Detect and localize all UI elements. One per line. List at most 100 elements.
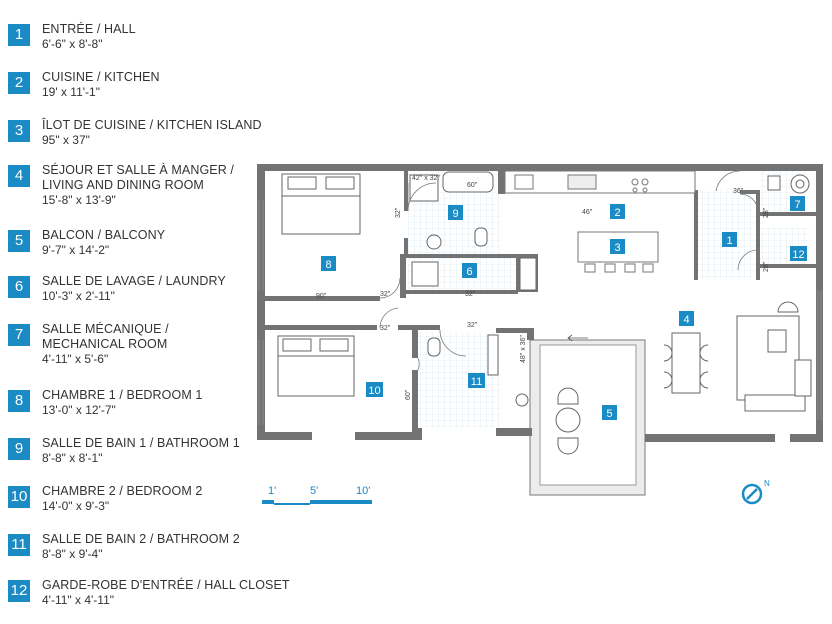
marker-9	[448, 205, 463, 220]
room-name: CHAMBRE 2 / BEDROOM 2	[42, 484, 203, 498]
dim-32-b: 32"	[465, 291, 476, 298]
svg-text:7: 7	[794, 199, 800, 211]
marker-6	[462, 263, 477, 278]
dim-60-b: 60"	[405, 389, 412, 400]
doors	[379, 170, 759, 371]
legend-number: 10	[8, 486, 30, 508]
legend-item-4: 4 SÉJOUR ET SALLE À MANGER /LIVING AND DI…	[8, 163, 234, 208]
dim-28a: 28"	[763, 207, 770, 218]
room-markers: 1 2 3 4 5 6 7 8 9 10 11 12	[321, 196, 807, 420]
dim-60: 60"	[467, 182, 478, 189]
marker-3	[610, 239, 625, 254]
dim-32-d: 32"	[467, 322, 478, 329]
svg-text:10: 10	[368, 385, 380, 397]
svg-text:11: 11	[471, 376, 482, 388]
legend-number: 1	[8, 24, 30, 46]
room-dimensions: 19' x 11'-1"	[42, 85, 100, 99]
kitchen-counter	[504, 170, 696, 194]
floor-plan: 1 2 3 4 5 6 7 8 9 10 11 12 42" x 32" 60"…	[257, 164, 823, 505]
marker-10	[366, 382, 383, 397]
legend-number: 7	[8, 324, 30, 346]
room-dimensions: 95" x 37"	[42, 133, 90, 147]
svg-text:2: 2	[614, 207, 620, 219]
legend-number: 2	[8, 72, 30, 94]
marker-7	[790, 196, 805, 211]
svg-text:8: 8	[325, 259, 331, 271]
walls	[257, 164, 823, 442]
legend-number: 12	[8, 580, 30, 602]
scale-10: 10'	[356, 485, 370, 497]
svg-text:5: 5	[606, 408, 612, 420]
room-dimensions: 13'-0" x 12'-7"	[42, 403, 116, 417]
room-name: SALLE DE BAIN 2 / BATHROOM 2	[42, 532, 240, 546]
mech-tank	[767, 174, 810, 194]
windows	[258, 200, 822, 425]
room-name: SÉJOUR ET SALLE À MANGER /	[42, 163, 235, 177]
room-name: CUISINE / KITCHEN	[42, 70, 160, 84]
bath1-fixtures	[409, 171, 494, 250]
marker-2	[610, 204, 625, 219]
legend-text: SÉJOUR ET SALLE À MANGER /LIVING AND DIN…	[42, 163, 234, 208]
dim-32-c: 32"	[380, 325, 391, 332]
room-dimensions: 4'-11" x 5'-6"	[42, 352, 109, 366]
dim-28b: 28"	[763, 261, 770, 272]
room-dimensions: 9'-7" x 14'-2"	[42, 243, 110, 257]
living-furniture	[663, 301, 812, 412]
room-dimensions: 14'-0" x 9'-3"	[42, 499, 110, 513]
marker-1	[722, 232, 737, 247]
legend-number: 9	[8, 438, 30, 460]
room-name: SALLE DE LAVAGE / LAUNDRY	[42, 274, 226, 288]
balcony-inner	[539, 344, 637, 486]
bed-1	[281, 173, 361, 235]
legend-number: 3	[8, 120, 30, 142]
marker-4	[679, 311, 694, 326]
room-dimensions: 8'-8" x 9'-4"	[42, 547, 103, 561]
room-dimensions: 15'-8" x 13'-9"	[42, 193, 116, 207]
svg-text:4: 4	[683, 314, 689, 326]
entry-arrow	[567, 334, 588, 342]
room-name: SALLE MÉCANIQUE /	[42, 322, 169, 336]
svg-text:9: 9	[452, 208, 458, 220]
bath2-fixtures	[427, 334, 529, 407]
room-name: SALLE DE BAIN 1 / BATHROOM 1	[42, 436, 240, 450]
dim-32-bath: 32"	[395, 207, 402, 218]
bed-2	[277, 335, 355, 397]
legend-number: 4	[8, 165, 30, 187]
dim-46: 46"	[582, 209, 593, 216]
room-name: ENTRÉE / HALL	[42, 22, 136, 36]
room-dimensions: 6'-6" x 8'-8"	[42, 37, 103, 51]
dim-36: 36"	[733, 188, 744, 195]
marker-11	[468, 373, 485, 388]
scale-1: 1'	[268, 485, 276, 497]
room-dimensions: 4'-11" x 4'-11"	[42, 593, 115, 607]
marker-12	[790, 246, 807, 261]
legend-number: 6	[8, 276, 30, 298]
room-name: ÎLOT DE CUISINE / KITCHEN ISLAND	[42, 118, 262, 132]
room-name-line2: LIVING AND DINING ROOM	[42, 178, 204, 192]
room-name: BALCON / BALCONY	[42, 228, 166, 242]
dim-48x36: 48" x 36"	[520, 335, 527, 363]
dimension-labels: 42" x 32" 60" 46" 36" 90" 32" 32" 32" 32…	[316, 175, 770, 400]
scale-bar: 1' 5' 10'	[262, 485, 372, 505]
room-dimensions: 10'-3" x 2'-11"	[42, 289, 115, 303]
